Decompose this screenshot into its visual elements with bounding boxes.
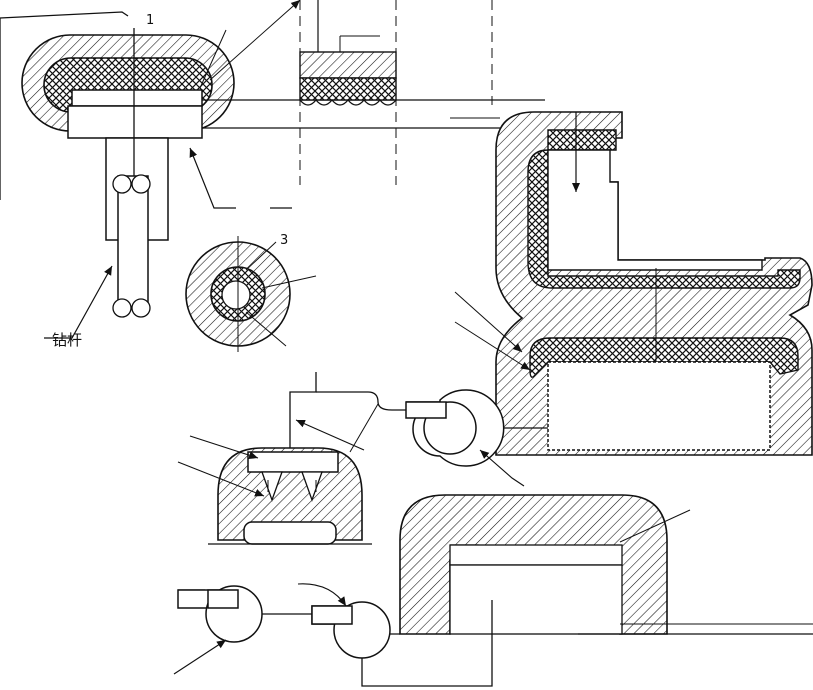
mold-section: [454, 111, 813, 456]
circular-cross-section: 3: [185, 233, 317, 352]
lower-mold: [378, 494, 813, 635]
lower-pump-assembly: [173, 583, 493, 687]
upper-pump-assembly: [289, 372, 525, 487]
label-3: 3: [280, 233, 288, 248]
drill-rod-label: 钻杆: [52, 331, 82, 349]
drill-rod: 钻杆: [44, 174, 151, 349]
spray-mold: [177, 435, 372, 545]
layered-strip: [299, 0, 500, 185]
label-1: 1: [146, 13, 154, 28]
drill-tool-section: 1: [0, 0, 545, 268]
